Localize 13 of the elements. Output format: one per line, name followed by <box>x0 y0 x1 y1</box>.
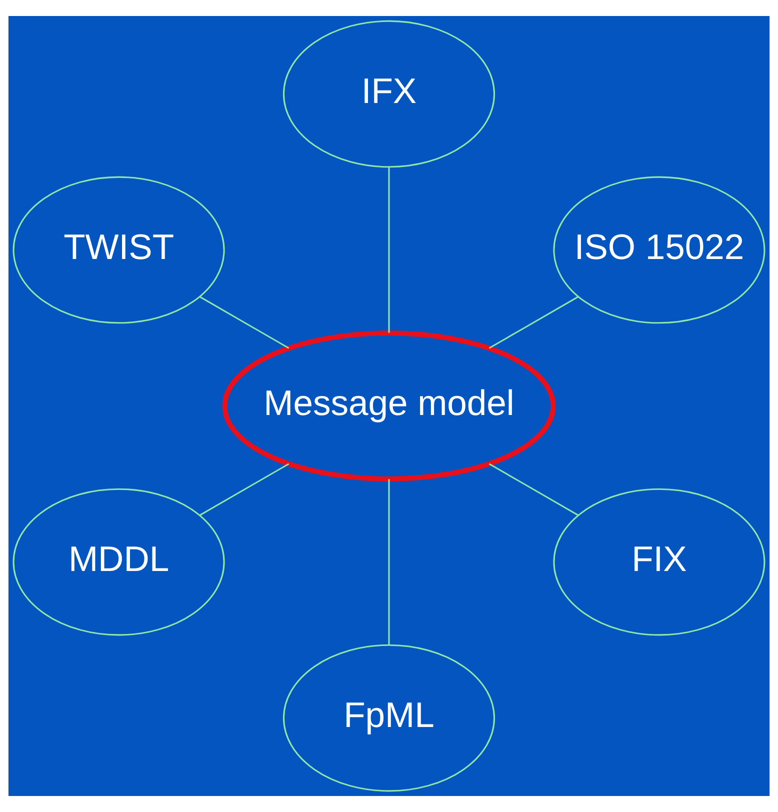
connector <box>488 463 578 516</box>
connector <box>200 296 290 349</box>
node-ellipse: FpML <box>282 644 496 792</box>
node-ellipse: IFX <box>282 20 496 168</box>
node-ellipse: ISO 15022 <box>553 176 766 324</box>
connector <box>488 296 578 349</box>
node-ellipse: MDDL <box>12 488 225 636</box>
connector <box>388 167 390 333</box>
node-ellipse: TWIST <box>12 176 225 324</box>
connector <box>200 463 290 516</box>
node-ellipse: Message model <box>222 330 556 482</box>
node-ellipse: FIX <box>553 488 766 636</box>
connector <box>388 479 390 645</box>
